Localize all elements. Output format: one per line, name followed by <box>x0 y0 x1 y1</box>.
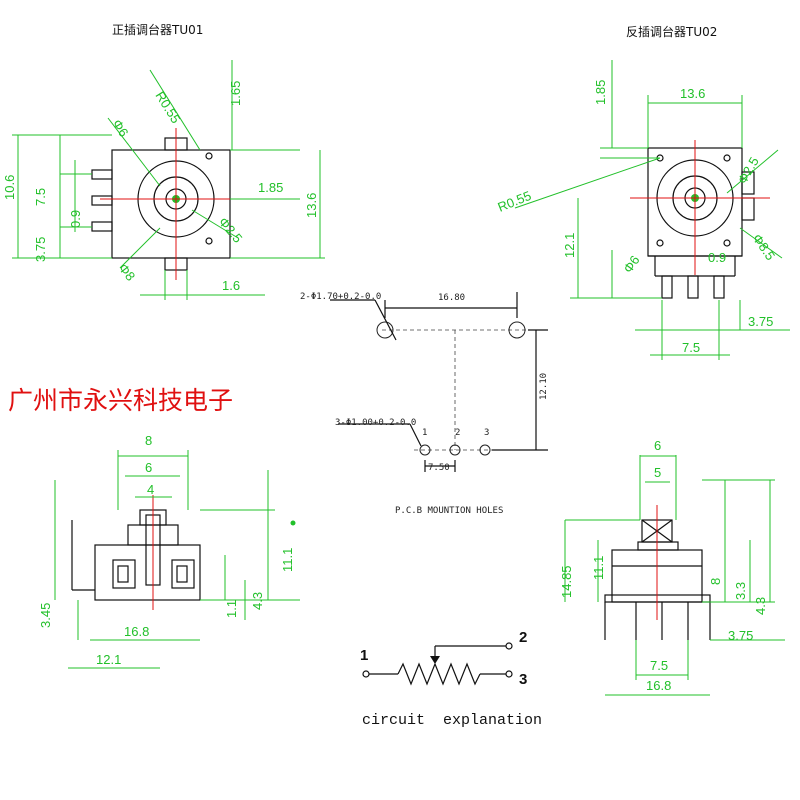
tu01-dim-165: 1.65 <box>228 81 243 106</box>
tu02-side-dim-1485: 14.85 <box>559 565 574 598</box>
pcb-pin-label-3: 3 <box>484 428 489 438</box>
pcb-dim-1680: 16.80 <box>438 293 465 303</box>
tu01-side-dim-111: 11.1 <box>280 548 295 572</box>
tu02-side-dim-5: 5 <box>654 465 661 480</box>
circuit-terminal-1 <box>362 670 370 678</box>
tu01-dim-phi25: Φ2.5 <box>216 214 246 245</box>
tu02-mount-hole-b <box>723 154 731 162</box>
company-name: 广州市永兴科技电子 <box>8 386 233 415</box>
tu02-side-dim-8: 8 <box>708 578 723 585</box>
tu02-pin-1 <box>661 275 673 299</box>
pcb-dim-750: 7.50 <box>428 463 450 473</box>
circuit-diagram: 1 2 3 circuit explanation <box>360 629 542 729</box>
tu01-dim-136: 13.6 <box>304 193 319 218</box>
tu02-side-view: 6 5 14.85 11.1 8 3.3 4.3 3.75 7.5 16.8 <box>559 438 785 696</box>
tu01-dim-106: 10.6 <box>2 175 17 200</box>
tu01-side-dim-11: 1.1 <box>224 600 239 618</box>
tu01-dim-75: 7.5 <box>33 188 48 206</box>
tu01-side-dim-43: 4.3 <box>250 592 265 610</box>
tu01-dim-phi6: Φ6 <box>109 117 131 140</box>
tu01-side-dim-168: 16.8 <box>124 624 149 639</box>
circuit-pin-3-label: 3 <box>519 671 527 688</box>
tu01-dim-09: 0.9 <box>68 210 83 228</box>
pcb-hole2-spec: 2-Φ1.70+0.2-0.0 <box>300 292 381 302</box>
tu01-side-dim-6: 6 <box>145 460 152 475</box>
pcb-hole-mount-right <box>508 321 526 339</box>
tu02-dim-phi85: Φ8.5 <box>750 231 779 263</box>
tu02-dim-136: 13.6 <box>680 86 705 101</box>
tu01-side-dim-8: 8 <box>145 433 152 448</box>
tu01-side-dim-121: 12.1 <box>96 652 121 667</box>
tu01-dim-r055: R0.55 <box>152 89 183 126</box>
circuit-terminal-2 <box>505 642 513 650</box>
pcb-pin-label-1: 1 <box>422 428 427 438</box>
tu02-dim-phi6: Φ6 <box>620 253 642 276</box>
circuit-caption: circuit explanation <box>362 712 542 729</box>
tu02-pin-2 <box>687 275 699 299</box>
tu02-top-view: 1.85 13.6 Φ2.5 R0.55 12.1 Φ6 0.9 Φ8.5 3.… <box>496 60 790 360</box>
tu01-pin-2 <box>91 195 113 206</box>
tu01-mount-hole-b <box>205 237 213 245</box>
pcb-mounting-holes: 2-Φ1.70+0.2-0.0 3-Φ1.00+0.2-0.0 16.80 12… <box>300 292 549 516</box>
tu01-title: 正插调台器TU01 <box>112 22 203 37</box>
tu02-side-dim-33: 3.3 <box>733 582 748 600</box>
tu02-dim-185: 1.85 <box>593 80 608 105</box>
tu01-pin-3 <box>91 221 113 232</box>
tu02-side-dim-75: 7.5 <box>650 658 668 673</box>
tu01-side-dim-4: 4 <box>147 482 154 497</box>
tu01-mount-hole-a <box>205 152 213 160</box>
pcb-dim-1210: 12.10 <box>539 373 549 400</box>
tu02-side-dim-168: 16.8 <box>646 678 671 693</box>
tu01-dim-185: 1.85 <box>258 180 283 195</box>
tu02-pin-3 <box>713 275 725 299</box>
pcb-hole3-spec: 3-Φ1.00+0.2-0.0 <box>335 418 416 428</box>
tu02-dim-09: 0.9 <box>708 250 726 265</box>
circuit-pin-2-label: 2 <box>519 629 527 646</box>
pcb-hole-pin-2 <box>449 444 461 456</box>
tu01-dim-16: 1.6 <box>222 278 240 293</box>
tu02-dim-121: 12.1 <box>562 233 577 258</box>
pcb-caption: P.C.B MOUNTION HOLES <box>395 506 503 516</box>
circuit-terminal-3 <box>505 670 513 678</box>
tu02-tab-right-a <box>741 171 755 195</box>
circuit-wiper-arrow <box>430 656 440 664</box>
tu02-side-dim-375: 3.75 <box>728 628 753 643</box>
tu01-side-dim-345: 3.45 <box>38 603 53 628</box>
pcb-pin-label-2: 2 <box>455 428 460 438</box>
tu02-side-dim-111: 11.1 <box>591 556 606 580</box>
tu01-pin-1 <box>91 169 113 180</box>
tu02-dim-75: 7.5 <box>682 340 700 355</box>
tu02-dim-r055: R0.55 <box>496 188 534 215</box>
tu02-tab-right-b <box>741 197 755 221</box>
tu01-side-view: 8 6 4 11.1 3.45 16.8 1.1 4.3 12.1 <box>38 433 300 669</box>
tu02-title: 反插调台器TU02 <box>626 24 717 39</box>
tu01-top-view: R0.55 1.65 Φ6 7.5 0.9 3.75 10.6 1.85 13.… <box>2 60 325 300</box>
pcb-hole-mount-left <box>376 321 394 339</box>
tu02-dim-375: 3.75 <box>748 314 773 329</box>
tu02-side-dim-6: 6 <box>654 438 661 453</box>
circuit-resistor <box>397 662 481 686</box>
tu02-dim-phi25: Φ2.5 <box>735 154 762 186</box>
pcb-hole-pin-1 <box>419 444 431 456</box>
pcb-hole-pin-3 <box>479 444 491 456</box>
tu02-side-dim-43: 4.3 <box>753 597 768 615</box>
tu01-dim-375: 3.75 <box>33 237 48 262</box>
tu01-dim-phi8: Φ8 <box>116 261 139 284</box>
circuit-pin-1-label: 1 <box>360 647 368 664</box>
tu01-side-body <box>94 544 201 601</box>
